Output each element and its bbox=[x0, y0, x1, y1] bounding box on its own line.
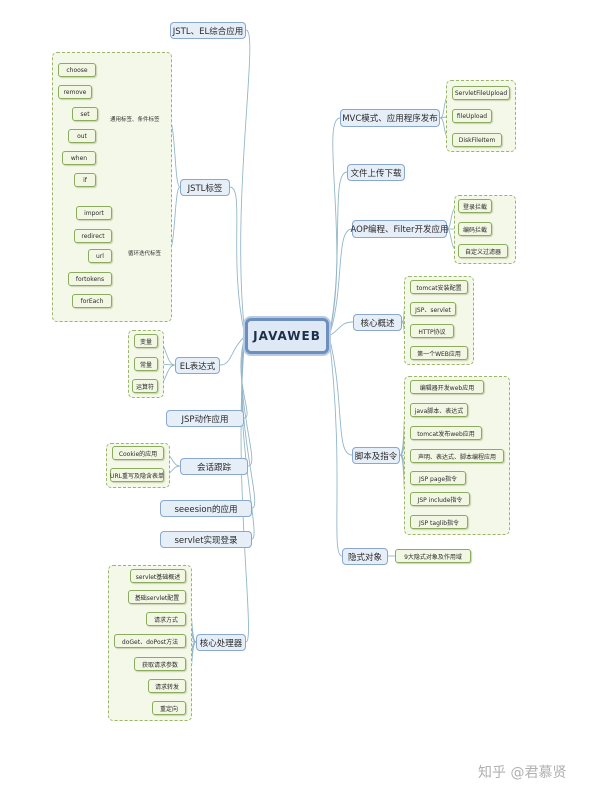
topic-core-overview[interactable]: 核心概述 bbox=[353, 314, 402, 331]
central-topic[interactable]: JAVAWEB bbox=[245, 318, 329, 354]
label-loop-tags: 循环迭代标签 bbox=[128, 251, 162, 257]
leaf-custom-filter[interactable]: 自定义过滤器 bbox=[458, 244, 508, 258]
leaf-url-rewrite[interactable]: URL重写及隐含表单 bbox=[110, 468, 164, 482]
topic-aop[interactable]: AOP编程、Filter开发应用 bbox=[350, 220, 449, 238]
leaf-get-params[interactable]: 获取请求参数 bbox=[134, 657, 186, 671]
leaf-diskfileitem[interactable]: DiskFileItem bbox=[452, 133, 502, 147]
leaf-jsp-page[interactable]: JSP page指令 bbox=[410, 471, 466, 485]
leaf-encoding-intercept[interactable]: 编码拦截 bbox=[458, 222, 492, 236]
leaf-first-web-app[interactable]: 第一个WEB应用 bbox=[410, 346, 468, 360]
topic-el-expression[interactable]: EL表达式 bbox=[175, 357, 220, 374]
leaf-tomcat-install[interactable]: tomcat安装配置 bbox=[410, 280, 468, 294]
leaf-forward[interactable]: 请求转发 bbox=[148, 679, 186, 693]
leaf-url[interactable]: url bbox=[88, 249, 112, 263]
leaf-fortokens[interactable]: fortokens bbox=[68, 272, 112, 286]
topic-session-app[interactable]: seeesion的应用 bbox=[160, 500, 252, 517]
leaf-login-intercept[interactable]: 登录拦截 bbox=[458, 199, 492, 213]
topic-jstl-el[interactable]: JSTL、EL综合应用 bbox=[170, 22, 246, 39]
leaf-redirect[interactable]: redirect bbox=[74, 229, 112, 243]
topic-file-download[interactable]: 文件上传下载 bbox=[347, 164, 405, 181]
leaf-jsp-taglib[interactable]: JSP taglib指令 bbox=[410, 515, 468, 529]
leaf-foreach[interactable]: forEach bbox=[72, 294, 112, 308]
topic-mvc[interactable]: MVC模式、应用程序发布 bbox=[340, 109, 440, 127]
leaf-tomcat-publish[interactable]: tomcat发布web应用 bbox=[410, 426, 482, 440]
leaf-jsp-servlet[interactable]: JSP、servlet bbox=[410, 302, 456, 316]
leaf-servlet-basics[interactable]: servlet基础概述 bbox=[130, 569, 186, 583]
leaf-if[interactable]: if bbox=[74, 173, 96, 187]
watermark: 知乎 @君慕贤 bbox=[478, 765, 567, 781]
leaf-set[interactable]: set bbox=[72, 107, 98, 121]
leaf-constant[interactable]: 常量 bbox=[134, 357, 158, 371]
topic-servlet-login[interactable]: servlet实现登录 bbox=[160, 531, 252, 548]
label-general-tags: 通用标签、条件标签 bbox=[110, 117, 160, 123]
leaf-declaration-expr[interactable]: 声明、表达式、脚本编程应用 bbox=[410, 449, 504, 463]
leaf-fileupload[interactable]: fileUpload bbox=[452, 109, 492, 123]
leaf-http-protocol[interactable]: HTTP协议 bbox=[410, 324, 454, 338]
topic-jsp-action[interactable]: JSP动作应用 bbox=[166, 410, 244, 427]
leaf-jsp-include[interactable]: JSP include指令 bbox=[410, 492, 470, 506]
leaf-import[interactable]: import bbox=[76, 206, 112, 220]
leaf-doget-dopost[interactable]: doGet、doPost方法 bbox=[114, 634, 186, 648]
topic-script-directives[interactable]: 脚本及指令 bbox=[352, 447, 400, 464]
topic-implicit-objects[interactable]: 隐式对象 bbox=[342, 548, 388, 565]
leaf-servletfileupload[interactable]: ServletFileUpload bbox=[452, 86, 510, 100]
leaf-java-script-expr[interactable]: java脚本、表达式 bbox=[410, 403, 468, 417]
leaf-request-method[interactable]: 请求方式 bbox=[146, 612, 186, 626]
topic-session-tracking[interactable]: 会话跟踪 bbox=[180, 458, 248, 475]
topic-core-processor[interactable]: 核心处理器 bbox=[196, 634, 246, 651]
leaf-variable[interactable]: 变量 bbox=[134, 334, 158, 348]
leaf-when[interactable]: when bbox=[62, 151, 96, 165]
leaf-cookie-app[interactable]: Cookie的应用 bbox=[112, 446, 164, 460]
leaf-out[interactable]: out bbox=[68, 129, 96, 143]
leaf-redirect-processor[interactable]: 重定向 bbox=[152, 701, 186, 715]
leaf-operator[interactable]: 运算符 bbox=[132, 379, 158, 393]
leaf-remove[interactable]: remove bbox=[58, 85, 92, 99]
leaf-choose[interactable]: choose bbox=[58, 63, 96, 77]
topic-jstl-tags[interactable]: JSTL标签 bbox=[180, 179, 230, 196]
leaf-servlet-config[interactable]: 基础servlet配置 bbox=[128, 590, 186, 604]
leaf-editor-web-app[interactable]: 编辑器开发web应用 bbox=[410, 380, 484, 394]
leaf-nine-implicit-objects[interactable]: 9大隐式对象及作用域 bbox=[395, 549, 471, 563]
